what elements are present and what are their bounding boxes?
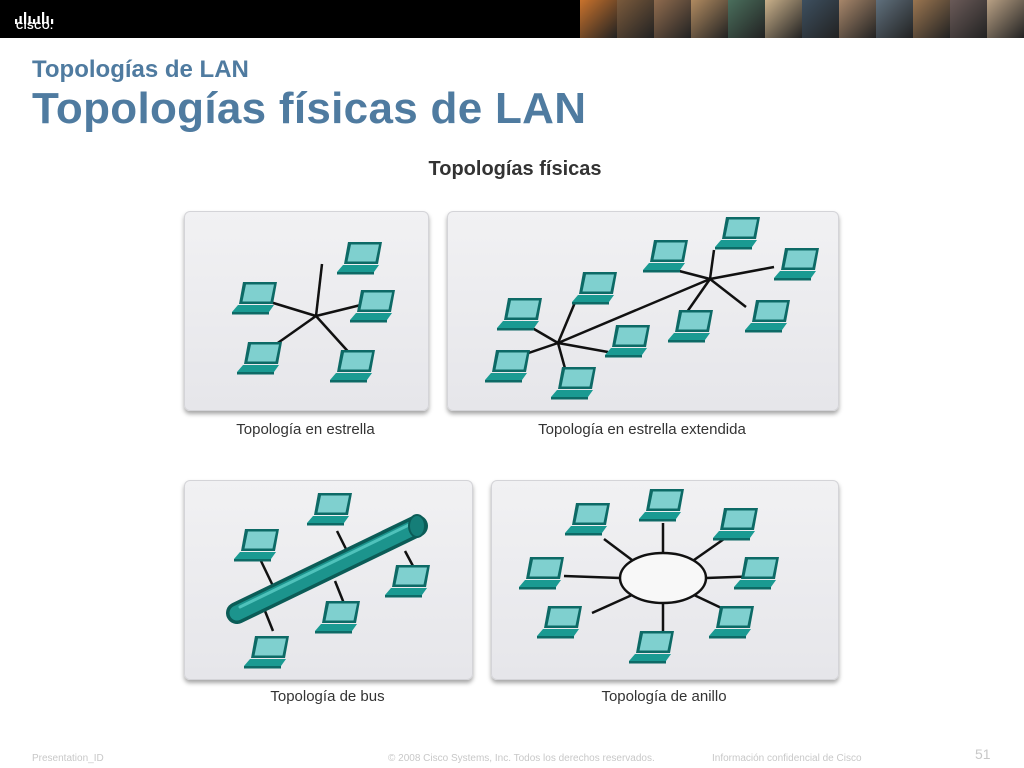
figure-title: Topologías físicas bbox=[428, 158, 602, 180]
laptop-icon bbox=[385, 565, 430, 598]
header-photo bbox=[839, 0, 876, 38]
laptop-icon bbox=[774, 248, 819, 281]
laptop-icon bbox=[713, 508, 758, 541]
laptop-icon bbox=[551, 367, 596, 400]
laptop-icon bbox=[734, 557, 779, 590]
footer-presentation-id: Presentation_ID bbox=[32, 753, 104, 764]
laptop-icon bbox=[537, 606, 582, 639]
bus-topology-diagram bbox=[226, 493, 430, 669]
star-topology-diagram bbox=[232, 242, 395, 383]
laptop-icon bbox=[244, 636, 289, 669]
header-photo bbox=[876, 0, 913, 38]
laptop-icon bbox=[234, 529, 279, 562]
laptop-icon bbox=[307, 493, 352, 526]
laptop-icon bbox=[572, 272, 617, 305]
page-number: 51 bbox=[975, 746, 991, 762]
ring-topology-diagram bbox=[519, 489, 779, 664]
header-photo bbox=[728, 0, 765, 38]
laptop-icon bbox=[519, 557, 564, 590]
laptop-icon bbox=[605, 325, 650, 358]
header-photo bbox=[580, 0, 617, 38]
laptop-icon bbox=[330, 350, 375, 383]
extended-star-panel bbox=[447, 211, 839, 411]
laptop-icon bbox=[643, 240, 688, 273]
ring bbox=[618, 551, 708, 605]
slide-subtitle: Topologías de LAN bbox=[32, 56, 249, 83]
laptop-icon bbox=[629, 631, 674, 664]
laptop-icon bbox=[745, 300, 790, 333]
header-bar: CISCO. bbox=[0, 0, 1024, 38]
laptop-icon bbox=[337, 242, 382, 275]
logo-text: CISCO. bbox=[16, 21, 54, 32]
extended-star-caption: Topología en estrella extendida bbox=[538, 421, 746, 438]
laptop-icon bbox=[237, 342, 282, 375]
header-photo bbox=[691, 0, 728, 38]
laptop-icon bbox=[709, 606, 754, 639]
cisco-logo-icon bbox=[15, 12, 54, 24]
header-photo bbox=[950, 0, 987, 38]
laptop-icon bbox=[232, 282, 277, 315]
laptop-icon bbox=[715, 217, 760, 250]
laptop-icon bbox=[497, 298, 542, 331]
laptop-icon bbox=[350, 290, 395, 323]
star-topology-caption: Topología en estrella bbox=[236, 421, 375, 438]
slide-title: Topologías físicas de LAN bbox=[32, 84, 587, 133]
bus-topology-caption: Topología de bus bbox=[270, 688, 385, 705]
ring-topology-caption: Topología de anillo bbox=[601, 688, 727, 705]
header-photo bbox=[765, 0, 802, 38]
footer-copyright: © 2008 Cisco Systems, Inc. Todos los der… bbox=[388, 753, 655, 764]
laptop-icon bbox=[565, 503, 610, 536]
ring-topology-panel bbox=[491, 480, 839, 680]
header-photo bbox=[802, 0, 839, 38]
laptop-icon bbox=[668, 310, 713, 343]
header-photo bbox=[987, 0, 1024, 38]
bus-topology-panel bbox=[184, 480, 473, 680]
header-photo bbox=[654, 0, 691, 38]
header-photo bbox=[913, 0, 950, 38]
star-topology-panel bbox=[184, 211, 429, 411]
footer-confidential: Información confidencial de Cisco bbox=[712, 753, 862, 764]
laptop-icon bbox=[485, 350, 530, 383]
laptop-icon bbox=[639, 489, 684, 522]
extended-star-diagram bbox=[485, 217, 819, 400]
header-photo bbox=[617, 0, 654, 38]
header-photo-strip bbox=[580, 0, 1024, 38]
laptop-icon bbox=[315, 601, 360, 634]
